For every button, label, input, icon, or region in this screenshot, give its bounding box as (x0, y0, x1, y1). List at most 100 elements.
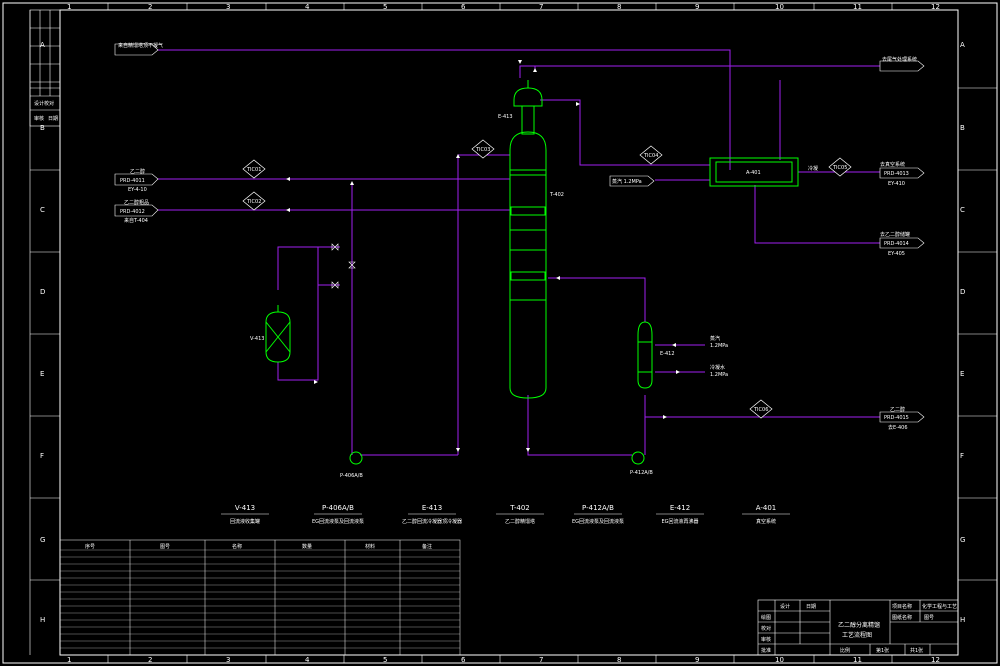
col-label-top: 11 (853, 3, 862, 11)
equipment (265, 80, 799, 465)
col-label-top: 7 (539, 3, 543, 11)
title-block (757, 599, 959, 656)
col-label-bottom: 12 (931, 656, 940, 664)
col-label-top: 10 (775, 3, 784, 11)
title-proj1: 项目名称 (892, 603, 912, 610)
stream-out2-sub: EY-405 (888, 251, 905, 257)
stream-cond-label: 冷凝 (808, 165, 818, 172)
stream-tags (114, 43, 925, 423)
tag-v413: V-413 (250, 336, 264, 342)
col-label-top: 5 (383, 3, 387, 11)
row-label-left: E (40, 370, 44, 378)
title-main-1: 乙二醇分离精馏 (838, 621, 880, 629)
valves (331, 243, 356, 289)
col-label-bottom: 1 (67, 656, 71, 664)
tag-t402: T-402 (549, 192, 564, 198)
col-label-bottom: 11 (853, 656, 862, 664)
equipment-list-tag: P-406A/B (322, 504, 354, 512)
title-main-2: 工艺流程图 (842, 631, 872, 639)
row-label-left: C (40, 206, 45, 214)
title-scale: 比例 (840, 647, 850, 654)
row-label-right: H (960, 616, 965, 624)
title-col2: 日期 (806, 604, 816, 610)
title-r1: 绘图 (761, 614, 771, 621)
table-h1: 图号 (160, 544, 170, 550)
equipment-list-desc: 真空系统 (756, 518, 776, 525)
col-label-bottom: 4 (305, 656, 310, 664)
equipment-list-tag: T-402 (509, 504, 530, 512)
equipment-list-tag: E-413 (422, 504, 442, 512)
equipment-list-desc: EG回流液泵及回流液泵 (572, 518, 624, 525)
bottom-table (59, 539, 461, 656)
process-pipes (158, 49, 880, 456)
stream-cond-r2: 冷凝水 (710, 364, 725, 371)
row-label-left: D (40, 288, 45, 296)
row-label-right: C (960, 206, 965, 214)
stream-cond-r2b: 1.2MPa (710, 372, 728, 378)
left-revision-strip (29, 9, 61, 127)
left-strip-4: 日期 (48, 116, 58, 122)
stream-bot-tag: PRD-4015 (884, 415, 909, 421)
col-label-top: 8 (617, 3, 621, 11)
col-label-bottom: 5 (383, 656, 387, 664)
inner-frame (59, 9, 959, 656)
tag-a401: A-401 (746, 170, 761, 176)
col-label-top: 12 (931, 3, 940, 11)
stream-out2-name: 去乙二醇储罐 (880, 231, 910, 238)
row-label-left: G (40, 536, 45, 544)
title-col1: 设计 (780, 603, 790, 610)
row-label-right: G (960, 536, 965, 544)
col-label-top: 1 (67, 3, 71, 11)
col-label-top: 2 (148, 3, 152, 11)
title-school: 化学工程与工艺 (922, 603, 957, 610)
equipment-list-desc: EG回流液泵及回流液泵 (312, 518, 364, 525)
stream-top-left: 来自精馏塔顶不凝气 (118, 42, 163, 49)
row-label-left: A (40, 41, 45, 49)
stream-out1-name: 去真空系统 (880, 161, 905, 168)
title-r3: 审核 (761, 636, 771, 643)
row-label-left: F (40, 452, 44, 460)
instrument-t2: TIC02 (246, 199, 261, 205)
row-label-right: D (960, 288, 965, 296)
equipment-list-tag: P-412A/B (582, 504, 614, 512)
col-label-top: 9 (695, 3, 699, 11)
title-r2: 校对 (761, 625, 771, 632)
stream-out2-tag: PRD-4014 (884, 241, 909, 247)
tag-e412: E-412 (660, 351, 675, 357)
instrument-t1: TIC01 (246, 167, 261, 173)
instrument-t6: TIC06 (753, 407, 768, 413)
equipment-list: V-413回流液收集罐P-406A/BEG回流液泵及回流液泵E-413乙二醇回流… (221, 504, 790, 525)
table-h4: 材料 (365, 543, 375, 550)
row-label-right: F (960, 452, 964, 460)
instrument-diamonds (242, 139, 852, 419)
left-strip-1: 设计 (34, 100, 44, 107)
instrument-t5: TIC05 (832, 165, 847, 171)
title-proj2: 图纸名称 (892, 614, 912, 621)
equipment-list-desc: EG回流液再沸器 (661, 518, 698, 525)
stream-bot-sub: 去E-406 (888, 424, 908, 431)
stream-in2-tag: PRD-4012 (120, 209, 145, 215)
stream-in1-sub: EY-4-10 (128, 187, 147, 193)
tag-p406: P-406A/B (340, 473, 363, 479)
equipment-list-desc: 回流液收集罐 (230, 518, 260, 525)
equipment-list-desc: 乙二醇精馏塔 (505, 518, 535, 525)
row-label-right: A (960, 41, 965, 49)
equipment-list-tag: A-401 (756, 504, 777, 512)
table-h2: 名称 (232, 543, 242, 550)
stream-steam-r1b: 1.2MPa (710, 343, 728, 349)
stream-in1-tag: PRD-4011 (120, 178, 145, 184)
equipment-list-desc: 乙二醇回流冷凝器顶冷凝器 (402, 518, 462, 525)
col-label-bottom: 10 (775, 656, 784, 664)
table-h3: 数量 (302, 543, 312, 550)
stream-steam-r1: 蒸汽 (710, 335, 720, 342)
col-label-bottom: 2 (148, 656, 152, 664)
row-label-left: B (40, 124, 45, 132)
stream-out1-sub: EY-410 (888, 181, 905, 187)
col-label-bottom: 7 (539, 656, 543, 664)
left-strip-2: 校对 (44, 100, 54, 107)
title-sheet: 第1张 (876, 647, 889, 654)
col-label-bottom: 6 (461, 656, 466, 664)
left-strip-3: 审核 (34, 115, 44, 122)
